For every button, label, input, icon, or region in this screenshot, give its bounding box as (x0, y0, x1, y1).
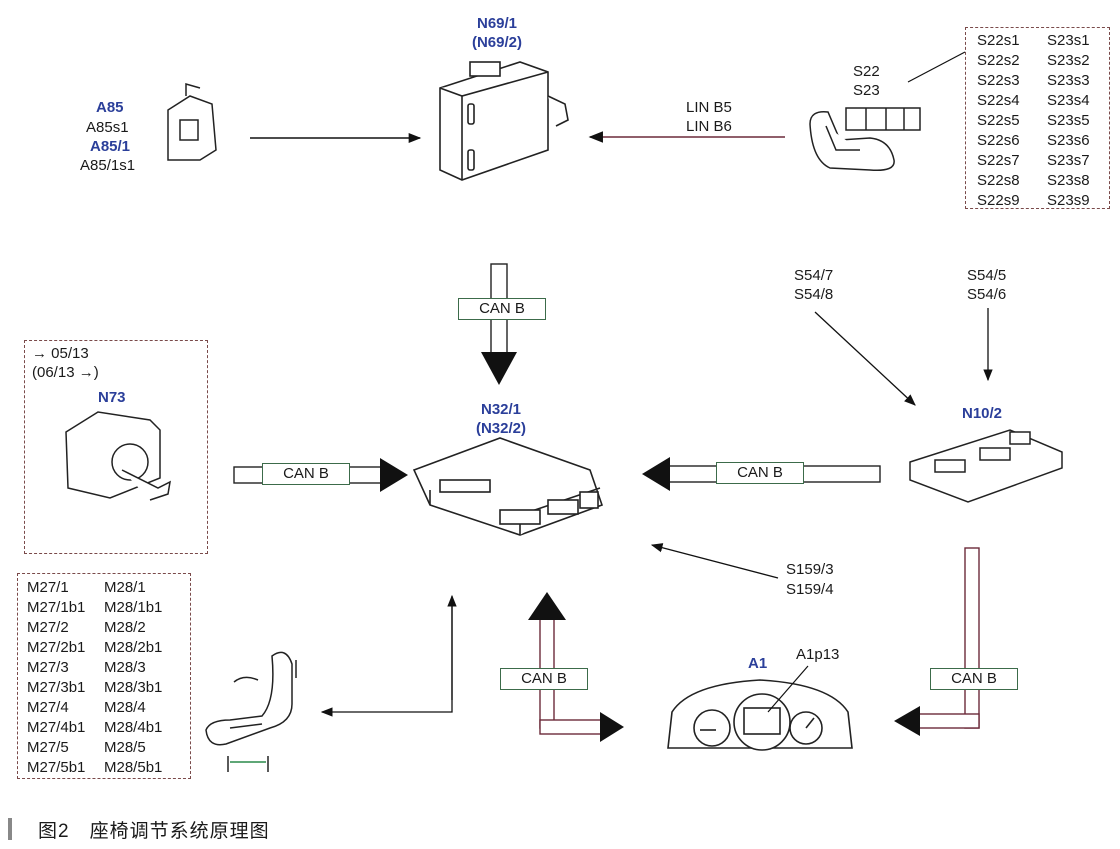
n73-date-2: (06/13 →) (32, 364, 99, 381)
switch-list-col2: S23s1 S23s2 S23s3 S23s4 S23s5 S23s6 S23s… (1047, 31, 1090, 211)
n32-alt-label: (N32/2) (475, 420, 527, 437)
motor-list-col1: M27/1 M27/1b1 M27/2 M27/2b1 M27/3 M27/3b… (27, 578, 85, 778)
leader-a1p13 (767, 665, 809, 713)
s159-4-label: S159/4 (786, 581, 834, 598)
list-item: M27/3b1 (27, 679, 86, 696)
leader-s22-switch-box (907, 51, 966, 83)
list-item: S22s9 (977, 192, 1020, 209)
n32-control-unit-icon (412, 437, 604, 536)
list-item: M28/4b1 (104, 719, 163, 736)
n69-module-icon (439, 61, 569, 181)
s22-label: S22 (853, 63, 880, 80)
list-item: M27/2b1 (27, 639, 86, 656)
list-item: M28/2b1 (104, 639, 163, 656)
n73-box (24, 340, 208, 554)
list-item: M27/4b1 (27, 719, 86, 736)
list-item: M28/5 (104, 739, 146, 756)
caption-marker (8, 818, 12, 840)
list-item: S22s4 (977, 92, 1020, 109)
list-item: S23s9 (1047, 192, 1090, 209)
motor-list-box (17, 573, 191, 779)
arrow-s159-to-n32 (650, 543, 779, 579)
list-item: M27/1b1 (27, 599, 86, 616)
arrow-n32-to-seat (320, 598, 453, 717)
list-item: M28/3 (104, 659, 146, 676)
can-label-bottom-left: CAN B (500, 668, 588, 690)
lin-b6-label: LIN B6 (686, 118, 732, 135)
motor-list-col2: M28/1 M28/1b1 M28/2 M28/2b1 M28/3 M28/3b… (104, 578, 162, 778)
list-item: S23s3 (1047, 72, 1090, 89)
a85-1-label: A85/1 (90, 138, 131, 155)
can-label-right: CAN B (716, 462, 804, 484)
a85s1-label: A85s1 (86, 119, 129, 136)
n73-ignition-switch-icon (65, 411, 171, 501)
a85-label: A85 (96, 99, 124, 116)
list-item: S22s8 (977, 172, 1020, 189)
switch-list-col1: S22s1 S22s2 S22s3 S22s4 S22s5 S22s6 S22s… (977, 31, 1020, 211)
a85-seat-belt-lock-icon (167, 83, 217, 161)
list-item: S22s2 (977, 52, 1020, 69)
seat-motors-icon (205, 651, 297, 772)
list-item: M28/2 (104, 619, 146, 636)
n69-label: N69/1 (476, 15, 518, 32)
list-item: S23s8 (1047, 172, 1090, 189)
list-item: S23s2 (1047, 52, 1090, 69)
list-item: S22s7 (977, 152, 1020, 169)
can-arrow-n10-to-a1 (894, 547, 980, 736)
list-item: S23s4 (1047, 92, 1090, 109)
s23-label: S23 (853, 82, 880, 99)
list-item: S22s5 (977, 112, 1020, 129)
n10-module-icon (909, 429, 1063, 503)
arrow-s54-7-to-n10 (814, 311, 916, 406)
list-item: S23s1 (1047, 32, 1090, 49)
list-item: S23s7 (1047, 152, 1090, 169)
figure-caption: 图2 座椅调节系统原理图 (38, 821, 270, 842)
can-label-top: CAN B (458, 298, 546, 320)
list-item: M27/5 (27, 739, 69, 756)
a1-label: A1 (748, 655, 768, 672)
can-arrow-n69-to-n32 (481, 263, 517, 385)
list-item: S23s6 (1047, 132, 1090, 149)
a1-instrument-cluster-icon (667, 679, 853, 751)
list-item: M27/3 (27, 659, 69, 676)
switch-list-box (965, 27, 1110, 209)
s159-3-label: S159/3 (786, 561, 834, 578)
list-item: S23s5 (1047, 112, 1090, 129)
s22-seat-switch-icon (809, 107, 921, 172)
n69-alt-label: (N69/2) (471, 34, 523, 51)
list-item: S22s3 (977, 72, 1020, 89)
can-label-bottom-right: CAN B (930, 668, 1018, 690)
s54-7-label: S54/7 (794, 267, 834, 284)
list-item: M28/5b1 (104, 759, 163, 776)
list-item: M28/3b1 (104, 679, 163, 696)
list-item: S22s6 (977, 132, 1020, 149)
n32-label: N32/1 (480, 401, 522, 418)
list-item: M28/1b1 (104, 599, 163, 616)
lin-b5-label: LIN B5 (686, 99, 732, 116)
s54-8-label: S54/8 (794, 286, 834, 303)
list-item: S22s1 (977, 32, 1020, 49)
can-label-left: CAN B (262, 463, 350, 485)
n10-label: N10/2 (962, 405, 1003, 422)
s54-5-label: S54/5 (967, 267, 1007, 284)
a85-1s1-label: A85/1s1 (80, 157, 136, 174)
a1p13-label: A1p13 (796, 646, 840, 663)
n73-date-1: → 05/13 (32, 345, 89, 362)
list-item: M27/5b1 (27, 759, 86, 776)
list-item: M27/1 (27, 579, 69, 596)
s54-6-label: S54/6 (967, 286, 1007, 303)
list-item: M28/4 (104, 699, 146, 716)
can-arrow-n32-a1 (528, 592, 624, 742)
list-item: M28/1 (104, 579, 146, 596)
list-item: M27/2 (27, 619, 69, 636)
n73-label: N73 (98, 389, 126, 406)
list-item: M27/4 (27, 699, 69, 716)
